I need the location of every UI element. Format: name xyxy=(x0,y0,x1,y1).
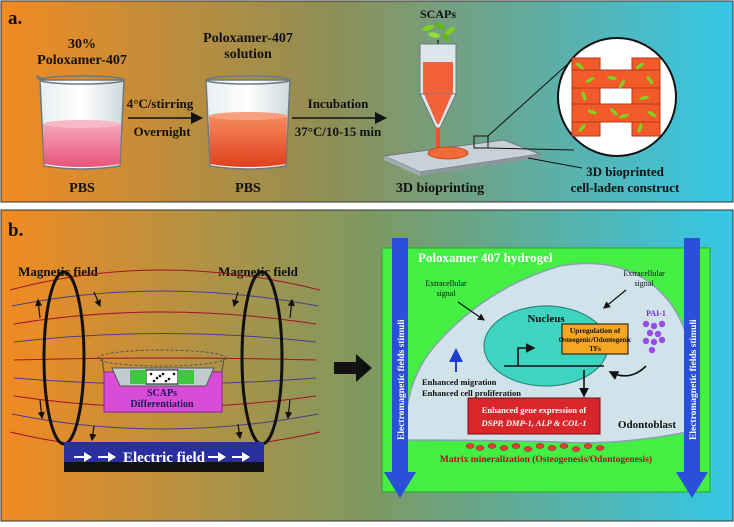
magnetic-field-right-label: Magnetic field xyxy=(218,264,299,279)
em-arrow-left xyxy=(384,238,416,498)
extracellular-left-line1: Extracellular xyxy=(425,279,467,288)
culture-dish xyxy=(97,349,227,413)
matrix-label: Matrix mineralization (Osteogenesis/Odon… xyxy=(440,454,652,465)
upregulation-line3: TFs xyxy=(589,345,601,353)
extracellular-left-line2: signal xyxy=(436,289,456,298)
mineralization-particles xyxy=(465,443,605,452)
em-arrow-right-label: Electromagnetic fields stimuli xyxy=(689,319,699,440)
zoom-line-top xyxy=(487,61,571,137)
upregulation-line2: Osteogenic/Odontogenic xyxy=(559,336,632,344)
construct-pointer xyxy=(527,157,583,169)
upregulation-line1: Upregulation of xyxy=(570,326,621,335)
odontoblast-label: Odontoblast xyxy=(618,419,676,431)
migration-label: Enhanced migration xyxy=(422,377,497,387)
construct-label-line1: 3D bioprinted xyxy=(586,164,664,179)
proliferation-label: Enhanced cell proliferation xyxy=(422,388,521,398)
beaker1-title-line1: 30% xyxy=(68,37,96,52)
scaps-cells-icon xyxy=(422,22,455,43)
step1-top-label: 4°C/stirring xyxy=(127,96,194,111)
gene-expression-line1: Enhanced gene expression of xyxy=(482,405,587,415)
bioprinting-label: 3D bioprinting xyxy=(396,181,484,196)
electric-field-label: Electric field xyxy=(123,450,206,466)
process-arrow xyxy=(334,354,372,382)
step2-bottom-label: 37°C/10-15 min xyxy=(295,124,382,139)
beaker2-title-line2: solution xyxy=(224,47,272,62)
step1-bottom-label: Overnight xyxy=(133,124,191,139)
beaker1-base-label: PBS xyxy=(69,181,95,196)
pai-label: PAI-1 xyxy=(646,309,666,318)
extracellular-right-line1: Extracellular xyxy=(623,269,665,278)
gene-expression-box xyxy=(467,397,601,435)
electric-field-bar xyxy=(64,442,264,472)
step2-top-label: Incubation xyxy=(308,96,369,111)
scaps-label: SCAPs xyxy=(420,7,456,21)
construct-zoom xyxy=(557,37,677,157)
panel-b-label: b. xyxy=(8,220,23,241)
panel-b: b. Magnetic field Magnetic field xyxy=(0,209,734,522)
em-arrow-left-label: Electromagnetic fields stimuli xyxy=(397,319,407,440)
beaker2-title-line1: Poloxamer-407 xyxy=(203,31,293,46)
construct-label-line2: cell-laden construct xyxy=(571,180,680,195)
em-arrow-right xyxy=(676,238,708,498)
dish-label-line1: SCAPs xyxy=(147,388,177,399)
magnetic-field-left-label: Magnetic field xyxy=(18,264,99,279)
upregulation-box xyxy=(561,323,629,355)
bioprinter-syringe xyxy=(419,43,457,150)
beaker2-base-label: PBS xyxy=(235,181,261,196)
panel-a-label: a. xyxy=(8,8,22,29)
extracellular-right-line2: signal xyxy=(634,279,654,288)
nucleus-label: Nucleus xyxy=(527,313,565,325)
pai-arrow xyxy=(608,365,647,380)
hydrogel-title: Poloxamer 407 hydrogel xyxy=(418,250,553,265)
coil-arrows xyxy=(35,291,295,442)
zoom-line-bottom xyxy=(487,147,575,151)
extracellular-left-arrow xyxy=(457,301,485,321)
gene-promoter xyxy=(504,343,604,367)
beaker-1 xyxy=(35,75,125,170)
beaker-2 xyxy=(205,75,291,170)
gene-expression-line2: DSPP, DMP-1, ALP & COL-1 xyxy=(481,418,587,428)
pai-molecule-icon xyxy=(642,320,666,354)
dish-label-line2: Differentiation xyxy=(130,399,194,410)
extracellular-right-arrow xyxy=(603,289,627,309)
panel-a: a. 30% Poloxamer-407 PBS 4°C/stirring Ov… xyxy=(0,0,734,203)
beaker1-title-line2: Poloxamer-407 xyxy=(37,53,127,68)
